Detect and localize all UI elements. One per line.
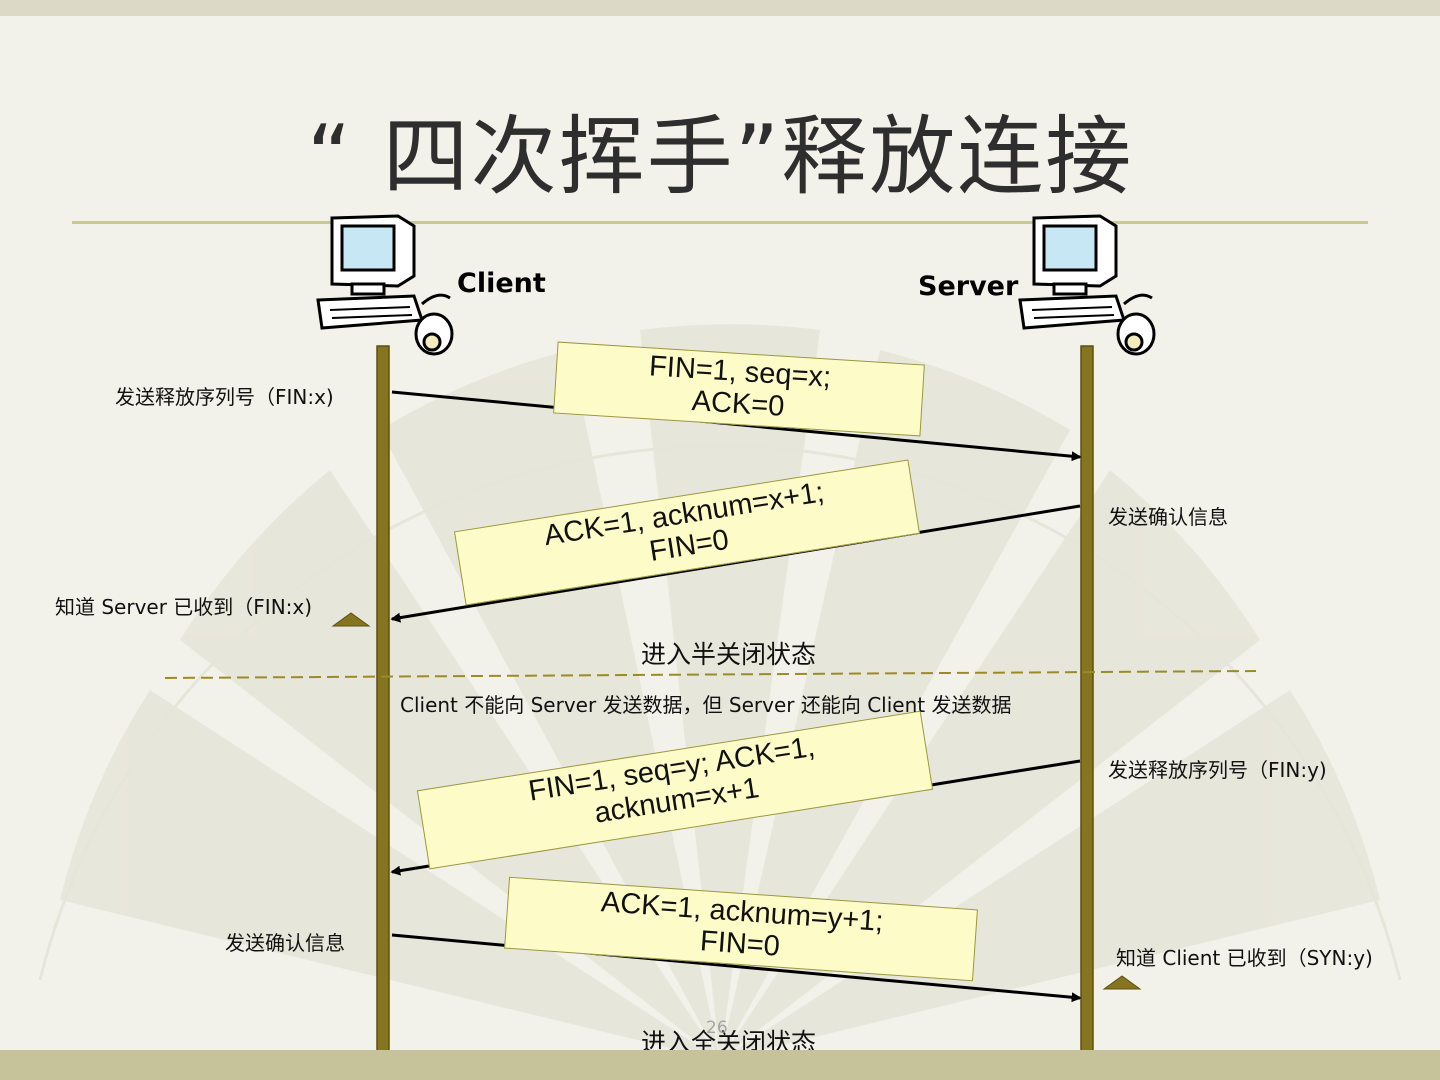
server-marker-icon: [1104, 976, 1140, 989]
client-send-ack-label: 发送确认信息: [225, 927, 345, 956]
message-text: FIN=1, seq=x; ACK=0: [648, 350, 832, 423]
server-know-label: 知道 Client 已收到（SYN:y): [1116, 942, 1373, 971]
server-send-ack-label: 发送确认信息: [1108, 501, 1228, 530]
client-send-fin-label: 发送释放序列号（FIN:x): [115, 381, 334, 410]
half-close-note: Client 不能向 Server 发送数据，但 Server 还能向 Clie…: [400, 689, 1011, 718]
client-marker-icon: [333, 613, 369, 626]
client-know-label: 知道 Server 已收到（FIN:x): [55, 591, 312, 620]
half-close-label: 进入半关闭状态: [641, 635, 816, 671]
server-lifeline: [1081, 346, 1093, 1052]
client-lifeline: [377, 346, 389, 1052]
bottom-band: [0, 1050, 1440, 1080]
page-number: 26: [706, 1018, 728, 1038]
server-send-fin-label: 发送释放序列号（FIN:y): [1108, 754, 1327, 783]
